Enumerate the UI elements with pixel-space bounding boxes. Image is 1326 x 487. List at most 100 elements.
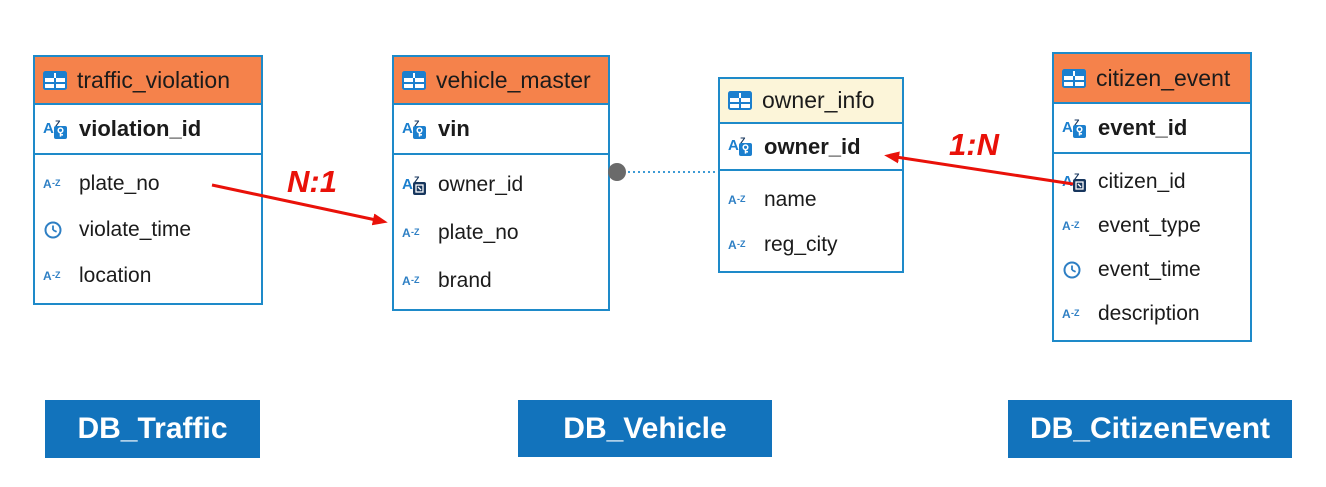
column-row: A-Z event_type (1062, 204, 1242, 248)
text-column-icon: A-Z (1062, 305, 1092, 323)
svg-text:Z: Z (55, 119, 61, 129)
column-row: A-Z reg_city (728, 222, 894, 267)
svg-text:-Z: -Z (737, 239, 746, 249)
table-header: citizen_event (1054, 54, 1250, 104)
column-name: description (1098, 302, 1200, 325)
column-name: plate_no (438, 221, 519, 244)
text-column-icon: A-Z (728, 236, 758, 254)
column-name: violate_time (79, 218, 192, 241)
svg-text:A: A (728, 193, 737, 207)
svg-text:A: A (402, 274, 411, 288)
column-name: owner_id (438, 173, 524, 196)
svg-text:-Z: -Z (52, 270, 61, 280)
column-row: event_time (1062, 248, 1242, 292)
datetime-column-icon (43, 220, 73, 240)
svg-text:Z: Z (414, 119, 420, 129)
table-header: vehicle_master (394, 57, 608, 105)
db-label[interactable]: DB_CitizenEvent (1008, 400, 1292, 458)
svg-text:A: A (728, 137, 739, 154)
text-column-icon: A-Z (728, 191, 758, 209)
svg-text:A: A (402, 176, 413, 193)
column-row: A-Z plate_no (402, 209, 600, 257)
svg-text:Z: Z (414, 175, 420, 185)
svg-text:A: A (43, 120, 54, 137)
relationship-arrow-1n (884, 151, 1074, 186)
column-row: A-Z plate_no (43, 161, 253, 207)
connector-endpoint-dot (608, 163, 626, 181)
svg-text:A: A (1062, 307, 1071, 321)
svg-text:A: A (1062, 173, 1073, 190)
text-column-icon: A-Z (43, 175, 73, 193)
column-name: citizen_id (1098, 170, 1186, 193)
relationship-label-1n: 1:N (949, 127, 1000, 162)
column-row: A-Z name (728, 177, 894, 222)
table-icon (1062, 68, 1088, 88)
table-name: traffic_violation (77, 66, 230, 93)
column-name: vin (438, 116, 470, 141)
table-icon (43, 70, 69, 90)
svg-text:A: A (1062, 219, 1071, 233)
table-icon (728, 91, 754, 110)
svg-text:A: A (43, 269, 52, 283)
table-name: owner_info (762, 87, 875, 113)
table-name: vehicle_master (436, 66, 591, 93)
column-name: event_time (1098, 258, 1201, 281)
column-row: A-Z description (1062, 292, 1242, 336)
svg-text:-Z: -Z (1071, 308, 1080, 318)
svg-text:A: A (402, 226, 411, 240)
svg-text:Z: Z (1074, 118, 1080, 128)
table-header: traffic_violation (35, 57, 261, 105)
svg-text:A: A (402, 120, 413, 137)
column-name: violation_id (79, 116, 202, 141)
column-name: brand (438, 269, 492, 292)
svg-text:-Z: -Z (52, 178, 61, 188)
column-name: plate_no (79, 172, 160, 195)
column-row: A-Z location (43, 253, 253, 299)
column-name: name (764, 187, 817, 211)
text-column-icon: A-Z (43, 267, 73, 285)
column-name: event_type (1098, 214, 1201, 237)
svg-text:A: A (1062, 119, 1073, 136)
column-name: reg_city (764, 232, 838, 256)
svg-text:-Z: -Z (737, 194, 746, 204)
relationship-label-n1: N:1 (287, 164, 337, 199)
svg-text:-Z: -Z (411, 275, 420, 285)
svg-text:-Z: -Z (411, 227, 420, 237)
datetime-column-icon (1062, 260, 1092, 280)
svg-text:A: A (728, 238, 737, 252)
column-name: location (79, 264, 152, 287)
svg-text:-Z: -Z (1071, 220, 1080, 230)
table-header: owner_info (720, 79, 902, 124)
table-icon (402, 70, 428, 90)
table-name: citizen_event (1096, 64, 1231, 91)
db-label[interactable]: DB_Vehicle (518, 400, 772, 457)
column-row: violate_time (43, 207, 253, 253)
db-label[interactable]: DB_Traffic (45, 400, 260, 458)
svg-text:Z: Z (740, 136, 746, 146)
column-row: A-Z brand (402, 257, 600, 305)
text-column-icon: A-Z (402, 224, 432, 242)
text-column-icon: A-Z (402, 272, 432, 290)
column-name: owner_id (764, 133, 861, 159)
text-column-icon: A-Z (1062, 217, 1092, 235)
